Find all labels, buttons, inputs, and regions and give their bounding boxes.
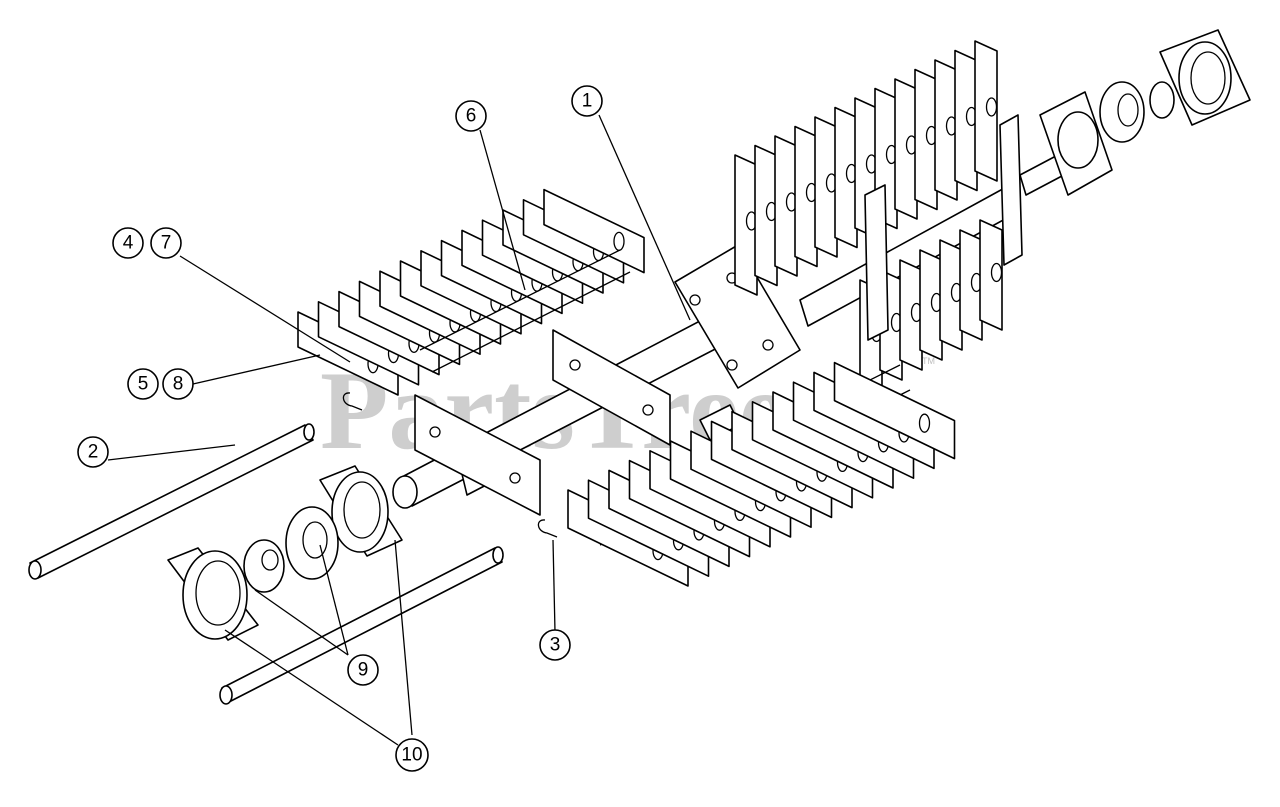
leader-6	[479, 129, 526, 291]
leader-lines	[107, 114, 691, 746]
callout-10-label: 10	[401, 745, 422, 766]
lower-tine-rotor	[567, 361, 956, 587]
tine-plate	[934, 59, 958, 201]
right-mount-plate	[674, 244, 801, 389]
axle-end	[392, 475, 418, 509]
tine-plate	[734, 154, 758, 296]
tine-plate-hub	[990, 262, 1003, 283]
callout-9-label: 9	[358, 660, 369, 681]
leader-10a	[224, 629, 399, 746]
tine-plate	[833, 361, 956, 460]
tine-plate	[919, 249, 943, 361]
callout-2-label: 2	[88, 442, 99, 463]
callout-7-label: 7	[161, 233, 172, 254]
collar-right	[1149, 81, 1175, 119]
callout-4-label: 4	[123, 233, 134, 254]
tine-plate	[754, 144, 778, 287]
callout-3: 3	[539, 629, 571, 661]
callout-6-label: 6	[466, 106, 477, 127]
watermark-trademark: TM	[922, 356, 935, 366]
callout-3-label: 3	[550, 635, 561, 656]
callout-1: 1	[571, 85, 603, 117]
callout-9: 9	[347, 654, 379, 686]
right-tine-rotor	[734, 29, 1251, 391]
bearing-left	[285, 506, 339, 580]
callout-6: 6	[455, 100, 487, 132]
leader-3	[552, 539, 556, 633]
leader-2	[107, 444, 236, 461]
leader-58	[192, 354, 321, 385]
leader-47	[179, 255, 351, 363]
callout-8-label: 8	[173, 374, 184, 395]
left-bearing-group	[167, 465, 403, 641]
center-axle-assembly	[392, 244, 801, 516]
leader-9b	[319, 544, 349, 656]
tine-plate-hub	[985, 97, 998, 117]
tine-plate-hub	[918, 413, 931, 433]
leader-9a	[254, 589, 349, 656]
e-clip-lower	[537, 519, 558, 538]
tine-plate	[974, 40, 998, 182]
tine-plate	[899, 259, 923, 371]
callout-1-label: 1	[582, 91, 593, 112]
tine-plate	[814, 116, 838, 258]
e-clip-upper	[342, 392, 363, 411]
tine-plate	[954, 49, 978, 192]
tine-plate	[834, 106, 858, 249]
tine-plate	[794, 125, 818, 268]
tine-plate	[543, 188, 645, 274]
callout-2: 2	[77, 436, 109, 468]
left-mount-plate	[414, 394, 541, 516]
left-tine-rotor	[297, 188, 645, 396]
tine-plate	[894, 78, 918, 220]
tine-plate	[959, 229, 983, 341]
tine-plate	[939, 239, 963, 351]
left-rotor-shaft	[419, 249, 621, 351]
tine-plate	[774, 135, 798, 277]
leader-1	[598, 114, 691, 321]
pin-shafts	[28, 423, 504, 705]
callout-10: 10	[395, 738, 429, 772]
leader-10b	[394, 539, 413, 736]
callout-4-7: 4 7	[112, 227, 182, 259]
callout-5-8: 5 8	[127, 368, 194, 400]
tine-plate	[914, 68, 938, 211]
tine-plate	[979, 219, 1003, 331]
callout-5-label: 5	[138, 374, 149, 395]
e-clips	[342, 392, 558, 538]
